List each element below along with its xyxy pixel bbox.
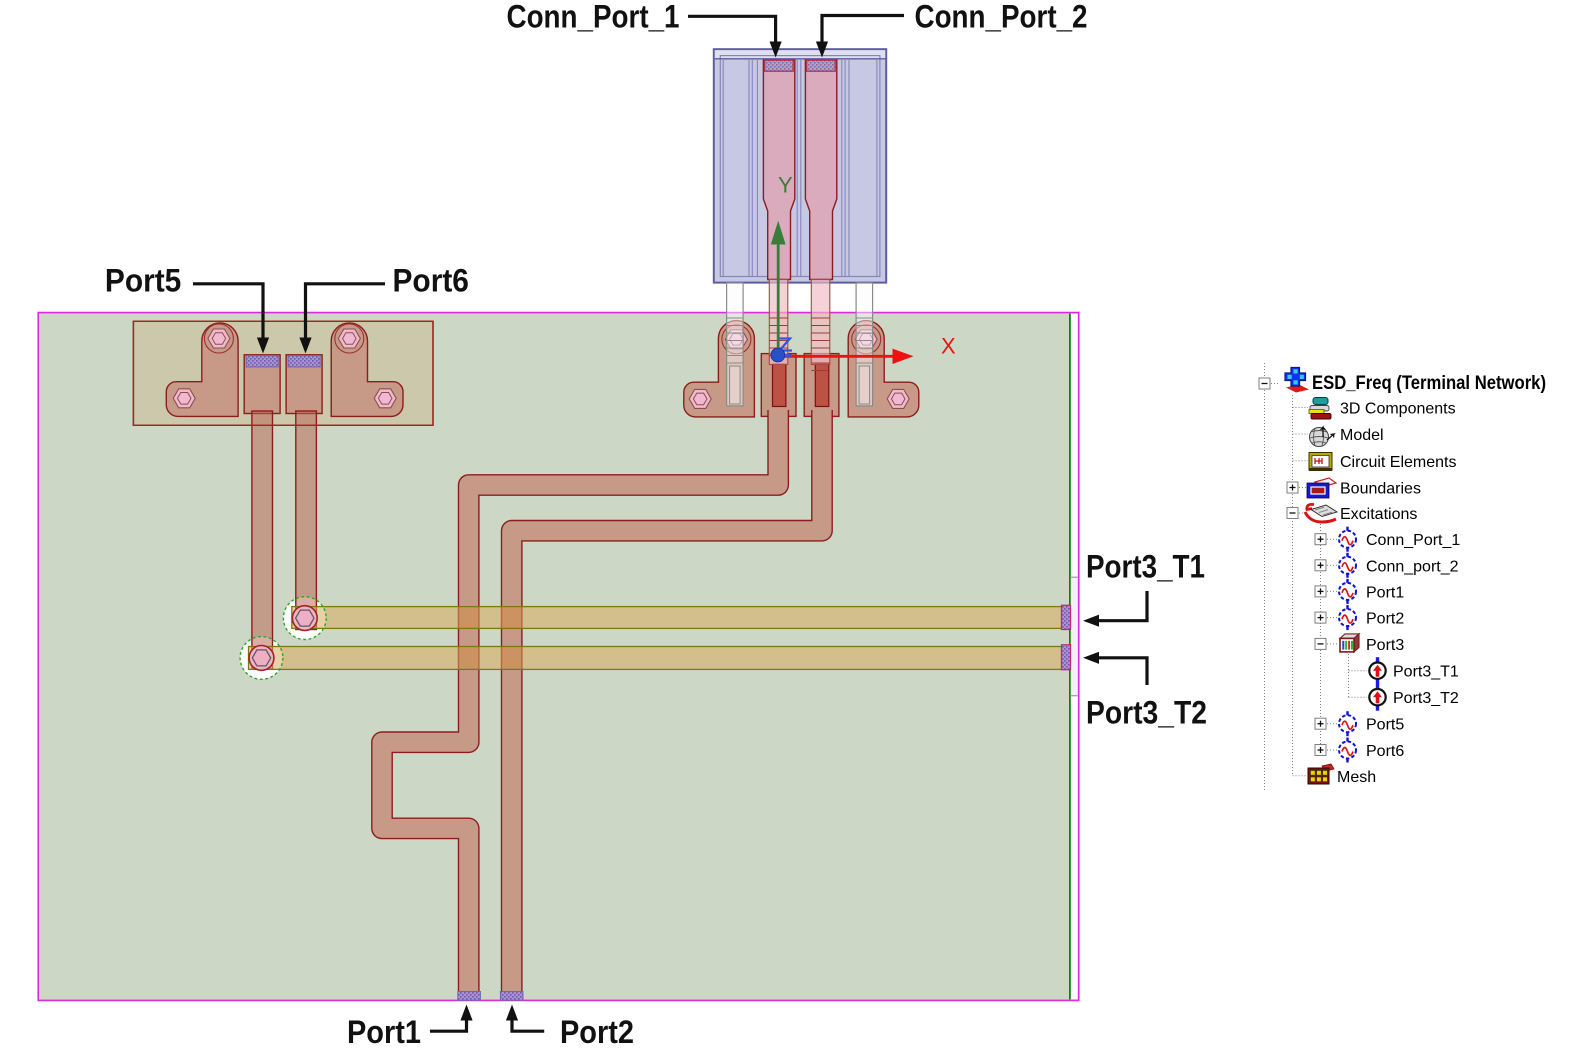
svg-text:Conn_Port_1: Conn_Port_1: [507, 0, 680, 35]
svg-text:Conn_Port_1: Conn_Port_1: [1366, 532, 1460, 549]
svg-text:Port3_T2: Port3_T2: [1393, 690, 1459, 707]
svg-text:Port6: Port6: [393, 263, 469, 299]
svg-text:ESD_Freq (Terminal Network): ESD_Freq (Terminal Network): [1312, 373, 1546, 394]
svg-text:Conn_Port_2: Conn_Port_2: [915, 0, 1088, 35]
svg-text:Port3_T1: Port3_T1: [1393, 664, 1459, 681]
svg-text:Excitations: Excitations: [1340, 506, 1417, 523]
svg-text:Port3: Port3: [1366, 637, 1404, 654]
svg-text:Model: Model: [1340, 427, 1384, 444]
svg-text:Port3_T2: Port3_T2: [1086, 695, 1207, 731]
svg-text:Port5: Port5: [1366, 717, 1404, 734]
svg-text:X: X: [941, 334, 956, 359]
svg-text:Mesh: Mesh: [1337, 769, 1376, 786]
svg-text:Port2: Port2: [560, 1014, 634, 1050]
svg-text:Conn_port_2: Conn_port_2: [1366, 558, 1459, 575]
svg-text:Port5: Port5: [105, 263, 181, 299]
svg-text:Port1: Port1: [1366, 584, 1404, 601]
svg-text:Port1: Port1: [347, 1014, 421, 1050]
svg-text:Y: Y: [778, 173, 793, 198]
svg-text:Boundaries: Boundaries: [1340, 481, 1421, 498]
svg-text:Circuit Elements: Circuit Elements: [1340, 454, 1456, 471]
svg-text:Port6: Port6: [1366, 743, 1404, 760]
svg-text:Port2: Port2: [1366, 611, 1404, 628]
svg-text:3D Components: 3D Components: [1340, 401, 1456, 418]
svg-text:Port3_T1: Port3_T1: [1086, 549, 1205, 585]
